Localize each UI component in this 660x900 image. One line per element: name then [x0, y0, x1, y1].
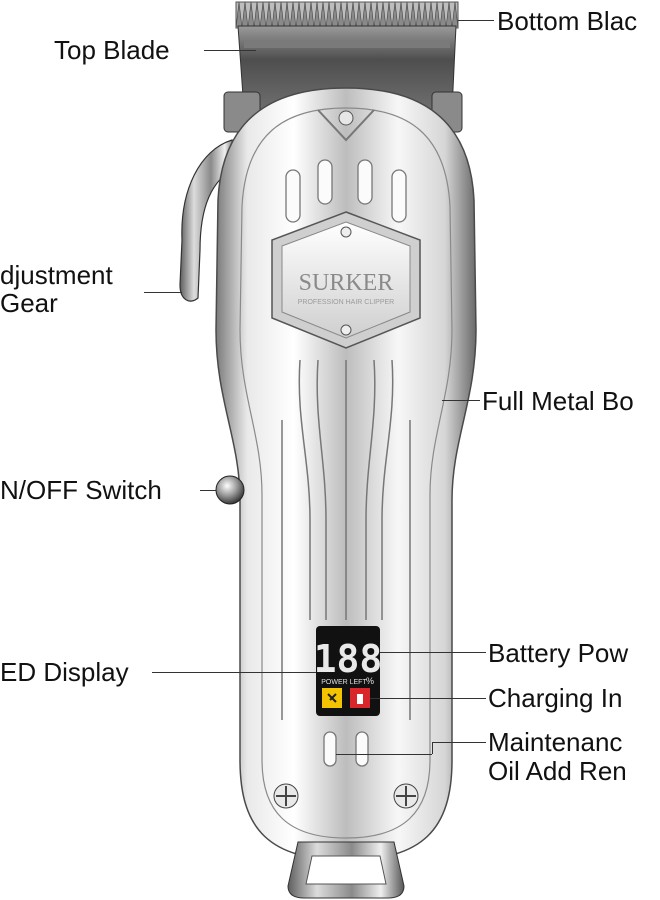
leader-bottom-blade — [458, 20, 494, 21]
leader-adjustment-gear — [144, 292, 182, 293]
battery-digits: 188 — [314, 637, 383, 681]
leader-maintenance — [432, 742, 486, 743]
vent-slots — [285, 159, 407, 223]
label-led-display: ED Display — [0, 657, 129, 687]
brand-logo: SURKER — [299, 270, 394, 296]
leader-battery-power — [380, 652, 486, 653]
label-top-blade: Top Blade — [54, 35, 170, 65]
logo-plate: SURKER PROFESSION HAIR CLIPPER — [271, 211, 421, 349]
label-battery-power: Battery Pow — [488, 638, 629, 668]
leader-top-blade — [204, 50, 256, 51]
leader-charging-indicator — [370, 698, 486, 699]
body-ribs — [281, 359, 411, 720]
on-off-switch-knob[interactable] — [215, 475, 245, 505]
label-bottom-blade: Bottom Blac — [497, 6, 638, 36]
power-left-caption: POWER LEFT — [321, 679, 367, 686]
led-display: 188 POWER LEFT % — [314, 626, 383, 716]
label-on-off-switch: N/OFF Switch — [0, 475, 162, 505]
label-adjustment-gear-1: djustment — [0, 260, 113, 290]
leader-led-display — [152, 672, 316, 673]
leader-full-metal-body — [442, 400, 480, 401]
clipper-body: SURKER PROFESSION HAIR CLIPPER 188 POWER… — [215, 87, 477, 899]
label-maintenance-1: Maintenanc — [488, 727, 623, 757]
power-percent: % — [366, 676, 374, 686]
label-charging-indicator: Charging In — [488, 683, 623, 713]
label-maintenance-2: Oil Add Ren — [488, 756, 627, 786]
brand-tagline: PROFESSION HAIR CLIPPER — [298, 299, 394, 306]
bottom-blade — [235, 1, 459, 29]
label-full-metal-body: Full Metal Bo — [482, 386, 634, 416]
label-adjustment-gear-2: Gear — [0, 288, 58, 318]
leader-on-off-switch — [200, 490, 216, 491]
adjustment-lever[interactable] — [179, 139, 237, 302]
